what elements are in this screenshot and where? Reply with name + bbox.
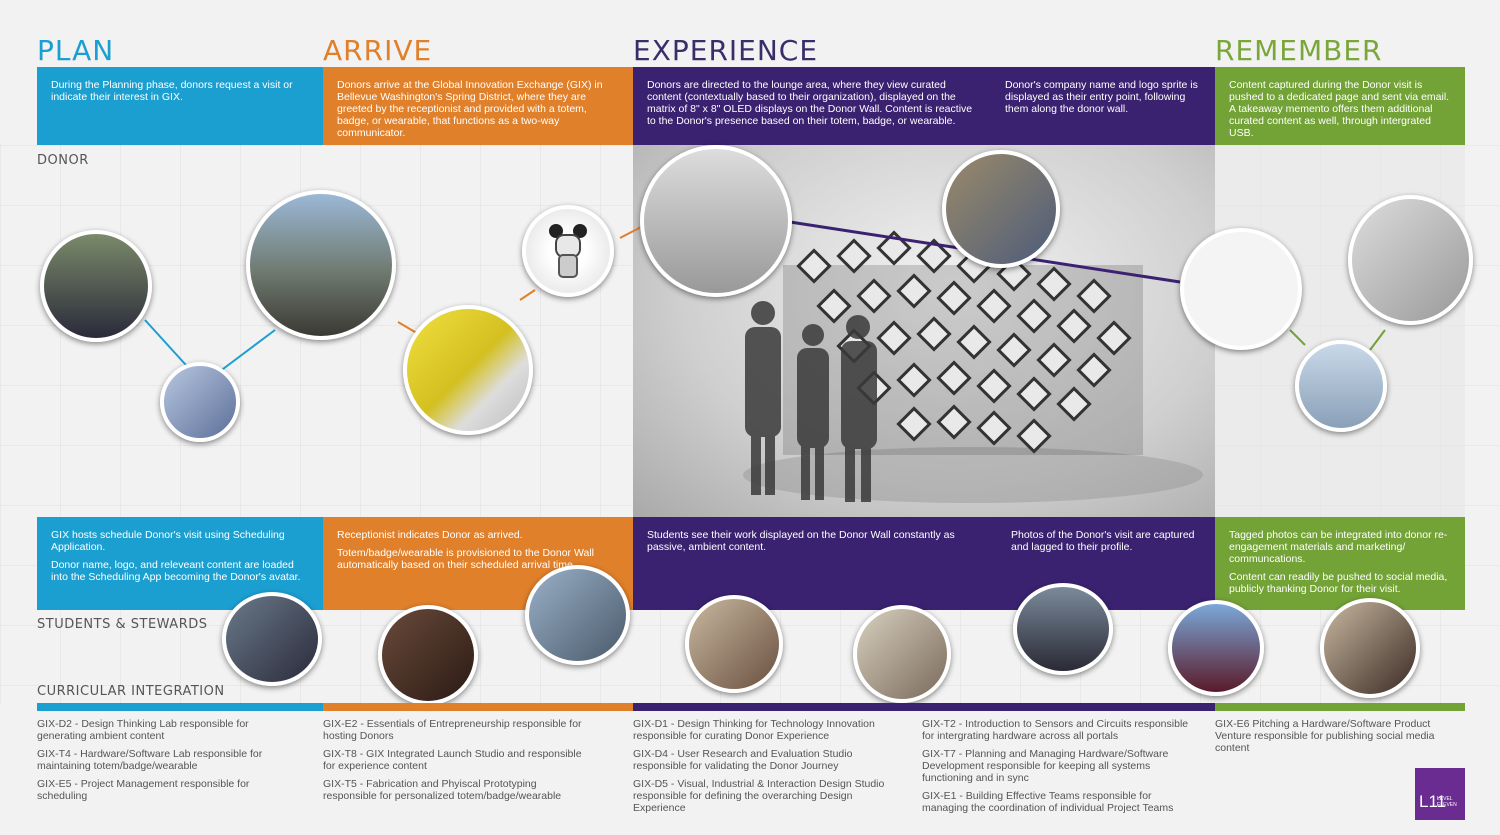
donor-experience-box-a: Donors are directed to the lounge area, … bbox=[633, 67, 991, 145]
visitor-silhouettes bbox=[745, 301, 877, 502]
students-plan-text-1: GIX hosts schedule Donor's visit using S… bbox=[51, 529, 285, 553]
donor-experience-text-a: Donors are directed to the lounge area, … bbox=[647, 79, 973, 127]
students-remember-box: Tagged photos can be integrated into don… bbox=[1215, 517, 1465, 610]
curricular-item: GIX-T8 - GIX Integrated Launch Studio an… bbox=[323, 748, 582, 772]
photo-totem-figure bbox=[522, 205, 614, 297]
row-label-students: STUDENTS & STEWARDS bbox=[37, 617, 208, 632]
curricular-item: GIX-E1 - Building Effective Teams respon… bbox=[922, 790, 1174, 814]
students-arrive-text-2: Totem/badge/wearable is provisioned to t… bbox=[337, 547, 594, 571]
curricular-item: GIX-T2 - Introduction to Sensors and Cir… bbox=[922, 718, 1189, 742]
row-label-donor: DONOR bbox=[37, 153, 89, 168]
curricular-item: GIX-T5 - Fabrication and Phyiscal Protot… bbox=[323, 778, 562, 802]
photo-presentation bbox=[1320, 598, 1420, 698]
totem-icon bbox=[549, 224, 587, 278]
curricular-col-plan: GIX-D2 - Design Thinking Lab responsible… bbox=[37, 718, 299, 808]
photo-usb-memento bbox=[1295, 340, 1387, 432]
curricular-item: GIX-D2 - Design Thinking Lab responsible… bbox=[37, 718, 249, 742]
photo-students-device bbox=[525, 565, 630, 665]
donor-arrive-text: Donors arrive at the Global Innovation E… bbox=[337, 79, 603, 139]
photo-laptop bbox=[1348, 195, 1473, 325]
phase-title-remember: REMEMBER bbox=[1215, 34, 1383, 67]
curricular-item: GIX-D4 - User Research and Evaluation St… bbox=[633, 748, 853, 772]
students-remember-text-2: Content can readily be pushed to social … bbox=[1229, 571, 1448, 595]
photo-students-lab bbox=[222, 592, 322, 686]
row-label-curricular: CURRICULAR INTEGRATION bbox=[37, 684, 225, 699]
donor-experience-box-b: Donor's company name and logo sprite is … bbox=[991, 67, 1215, 145]
photo-students-whiteboard bbox=[853, 605, 951, 703]
photo-student-prototyping bbox=[378, 605, 478, 705]
curricular-item: GIX-E5 - Project Management responsible … bbox=[37, 778, 250, 802]
curricular-strip-arrive bbox=[323, 703, 633, 711]
donor-plan-text: During the Planning phase, donors reques… bbox=[51, 79, 293, 103]
curricular-item: GIX-E6 Pitching a Hardware/Software Prod… bbox=[1215, 718, 1435, 754]
photo-name-sprites bbox=[1180, 228, 1302, 350]
curricular-strip-plan bbox=[37, 703, 323, 711]
curricular-item: GIX-T4 - Hardware/Software Lab responsib… bbox=[37, 748, 263, 772]
phase-title-arrive: ARRIVE bbox=[323, 34, 433, 67]
curricular-item: GIX-E2 - Essentials of Entrepreneurship … bbox=[323, 718, 582, 742]
students-experience-box-a: Students see their work displayed on the… bbox=[633, 517, 997, 610]
curricular-item: GIX-D1 - Design Thinking for Technology … bbox=[633, 718, 875, 742]
donor-plan-box: During the Planning phase, donors reques… bbox=[37, 67, 323, 145]
phase-title-experience: EXPERIENCE bbox=[633, 34, 819, 67]
photo-gix-lobby bbox=[403, 305, 533, 435]
photo-touch-displays bbox=[942, 150, 1060, 268]
logo-mark: L11 bbox=[1419, 792, 1447, 811]
students-plan-text-2: Donor name, logo, and releveant content … bbox=[51, 559, 301, 583]
curricular-col-remember: GIX-E6 Pitching a Hardware/Software Prod… bbox=[1215, 718, 1445, 760]
curricular-strip-experience bbox=[633, 703, 1215, 711]
photo-lounge-render bbox=[640, 145, 792, 297]
curricular-item: GIX-T7 - Planning and Managing Hardware/… bbox=[922, 748, 1169, 784]
photo-dignitaries bbox=[40, 230, 152, 342]
donor-remember-box: Content captured during the Donor visit … bbox=[1215, 67, 1465, 145]
photo-mobile-app bbox=[160, 362, 240, 442]
students-plan-box: GIX hosts schedule Donor's visit using S… bbox=[37, 517, 323, 610]
photo-student-circuit bbox=[685, 595, 783, 693]
photo-event-audience bbox=[1168, 600, 1264, 696]
donor-experience-text-b: Donor's company name and logo sprite is … bbox=[1005, 79, 1198, 115]
photo-donor-group bbox=[1013, 583, 1113, 675]
curricular-col-arrive: GIX-E2 - Essentials of Entrepreneurship … bbox=[323, 718, 593, 808]
curricular-col-experience-b: GIX-T2 - Introduction to Sensors and Cir… bbox=[922, 718, 1194, 820]
photo-gix-building bbox=[246, 190, 396, 340]
students-remember-text-1: Tagged photos can be integrated into don… bbox=[1229, 529, 1448, 565]
curricular-strip-remember bbox=[1215, 703, 1465, 711]
donor-arrive-box: Donors arrive at the Global Innovation E… bbox=[323, 67, 633, 145]
students-experience-text-a: Students see their work displayed on the… bbox=[647, 529, 955, 553]
curricular-item: GIX-D5 - Visual, Industrial & Interactio… bbox=[633, 778, 885, 814]
students-arrive-text-1: Receptionist indicates Donor as arrived. bbox=[337, 529, 523, 541]
donor-remember-text: Content captured during the Donor visit … bbox=[1229, 79, 1450, 139]
curricular-col-experience-a: GIX-D1 - Design Thinking for Technology … bbox=[633, 718, 905, 820]
phase-title-plan: PLAN bbox=[37, 34, 115, 67]
students-experience-text-b: Photos of the Donor's visit are captured… bbox=[1011, 529, 1195, 553]
